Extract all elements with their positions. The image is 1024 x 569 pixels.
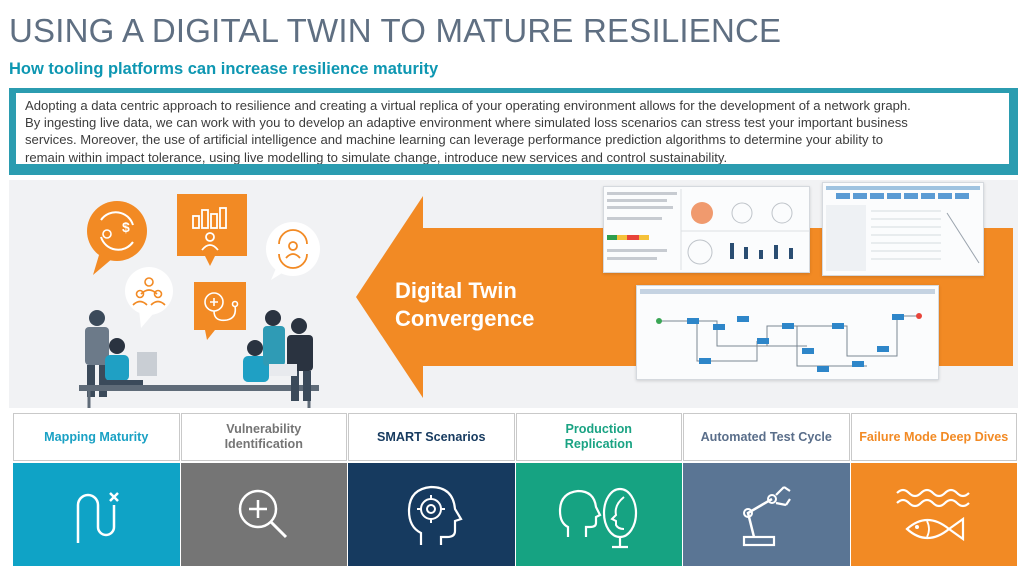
tile-label-production-replication: Production Replication bbox=[515, 413, 682, 461]
robot-arm-icon bbox=[743, 485, 792, 546]
dashboard-mock-icon bbox=[607, 189, 809, 270]
arrow-text-line2: Convergence bbox=[395, 306, 534, 331]
tile-label-mapping-maturity: Mapping Maturity bbox=[13, 413, 180, 461]
magnifier-plus-icon bbox=[238, 489, 287, 538]
tile-label-automated-test-cycle: Automated Test Cycle bbox=[683, 413, 850, 461]
stethoscope-icon bbox=[194, 282, 246, 340]
tile-label-vulnerability-identification: Vulnerability Identification bbox=[180, 413, 347, 461]
network-graph-icon bbox=[640, 289, 935, 372]
tile-smart-scenarios bbox=[348, 463, 515, 566]
intro-line: By ingesting live data, we can work with… bbox=[25, 115, 908, 131]
tile-label-failure-mode-deep-dives: Failure Mode Deep Dives bbox=[850, 413, 1017, 461]
dashboard-screenshot-2 bbox=[822, 182, 984, 276]
fish-waves-icon bbox=[895, 488, 970, 541]
brain-head-icon bbox=[408, 485, 463, 545]
intro-line: services. Moreover, the use of artificia… bbox=[25, 132, 884, 148]
intro-box: Adopting a data centric approach to resi… bbox=[9, 88, 1018, 175]
intro-text: Adopting a data centric approach to resi… bbox=[16, 93, 1009, 164]
currency-exchange-icon: $ bbox=[87, 201, 147, 275]
tile-automated-test-cycle bbox=[683, 463, 850, 566]
tile-production-replication bbox=[515, 463, 682, 566]
people-cycle-icon bbox=[266, 222, 320, 280]
face-mirror-icon bbox=[558, 487, 637, 548]
capability-icons bbox=[13, 463, 1018, 566]
page-subtitle: How tooling platforms can increase resil… bbox=[9, 60, 439, 78]
tile-label-smart-scenarios: SMART Scenarios bbox=[348, 413, 515, 461]
network-graph-screenshot bbox=[636, 285, 939, 380]
page-title: USING A DIGITAL TWIN TO MATURE RESILIENC… bbox=[9, 12, 782, 49]
tile-mapping-maturity bbox=[13, 463, 180, 566]
arrow-text-line1: Digital Twin bbox=[395, 278, 517, 303]
tile-vulnerability-identification bbox=[180, 463, 347, 566]
dashboard-screenshot-1 bbox=[603, 186, 810, 273]
svg-text:$: $ bbox=[122, 219, 130, 235]
capability-labels: Mapping Maturity Vulnerability Identific… bbox=[13, 413, 1018, 461]
team-illustration: $ bbox=[79, 194, 320, 408]
team-icon bbox=[125, 267, 173, 328]
winding-path-icon bbox=[77, 491, 120, 543]
bar-chart-user-icon bbox=[177, 194, 247, 266]
grid-mock-icon bbox=[826, 186, 980, 271]
intro-line: remain within impact tolerance, using li… bbox=[25, 149, 728, 164]
people-group bbox=[79, 310, 319, 408]
tile-failure-mode-deep-dives bbox=[850, 463, 1017, 566]
intro-line: Adopting a data centric approach to resi… bbox=[25, 98, 911, 113]
